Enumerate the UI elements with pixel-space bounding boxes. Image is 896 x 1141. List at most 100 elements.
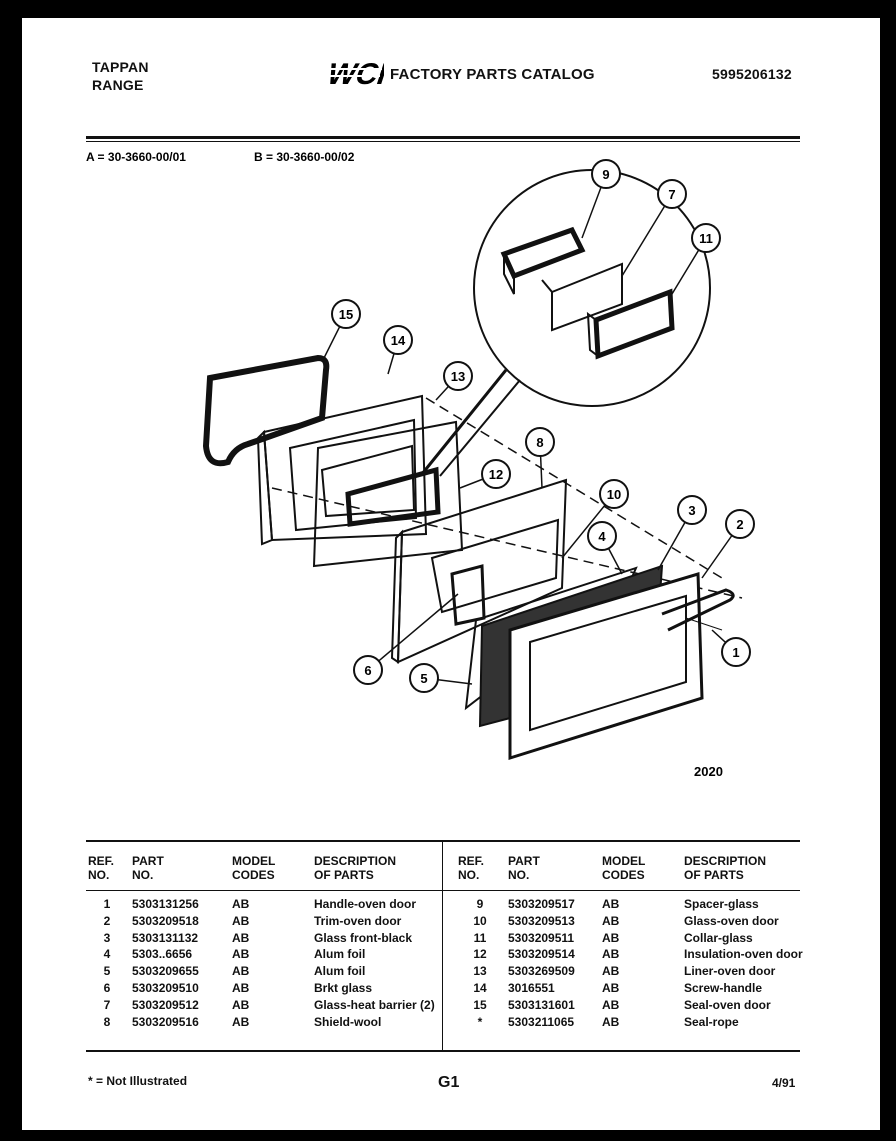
- callout-label-7: 7: [668, 187, 675, 202]
- part-number-cell: 5303209513: [508, 913, 575, 928]
- model-code-cell: AB: [232, 930, 250, 945]
- spacer-glass-part: [500, 226, 586, 295]
- model-code-cell: AB: [232, 913, 250, 928]
- table-divider: [442, 840, 443, 1050]
- part-number-cell: 5303209516: [132, 1014, 199, 1029]
- model-code-cell: AB: [232, 964, 250, 979]
- callout-leader-7: [621, 193, 673, 277]
- table-header-rule: [86, 890, 800, 891]
- model-code-cell: AB: [602, 997, 620, 1012]
- page-id: G1: [438, 1074, 460, 1091]
- description-cell: Glass front-black: [314, 930, 413, 945]
- page-date: 4/91: [772, 1076, 796, 1090]
- model-code-cell: AB: [602, 947, 620, 962]
- part-number-cell: 5303209510: [132, 980, 199, 995]
- ref-cell: 11: [473, 930, 487, 945]
- description-cell: Seal-rope: [684, 1014, 739, 1029]
- model-code-cell: AB: [232, 947, 250, 962]
- callout-label-6: 6: [364, 663, 371, 678]
- model-code-cell: AB: [232, 897, 250, 911]
- ref-cell: 13: [473, 964, 487, 979]
- model-code-cell: AB: [602, 897, 620, 911]
- description-cell: Screw-handle: [684, 980, 763, 995]
- ref-cell: 6: [103, 980, 111, 995]
- catalog-title: FACTORY PARTS CATALOG: [390, 66, 595, 83]
- callout-label-3: 3: [688, 503, 695, 518]
- model-code-cell: AB: [602, 930, 620, 945]
- heat-barrier-glass-part: [541, 262, 623, 332]
- part-number-cell: 5303209517: [508, 897, 575, 911]
- part-number-cell: 5303209518: [132, 913, 199, 928]
- callout-circle-9: [591, 159, 621, 189]
- callout-circle-14: [383, 325, 413, 355]
- callout-circle-7: [657, 179, 687, 209]
- ref-cell: 12: [473, 947, 487, 962]
- description-cell: Handle-oven door: [314, 897, 417, 911]
- description-cell: Glass-oven door: [684, 913, 779, 928]
- callout-label-2: 2: [736, 517, 743, 532]
- catalog-page: TAPPAN RANGE WCI FACTORY PARTS CATALOG 5…: [22, 18, 880, 1130]
- callout-circle-15: [331, 299, 361, 329]
- ref-cell: *: [477, 1014, 483, 1029]
- ref-cell: 15: [473, 997, 487, 1012]
- callout-circle-11: [691, 223, 721, 253]
- description-cell: Glass-heat barrier (2): [314, 997, 435, 1012]
- figure-number: 2020: [694, 764, 723, 779]
- callout-circle-3: [677, 495, 707, 525]
- wci-logo: WCI: [323, 57, 384, 90]
- ref-cell: 10: [473, 913, 487, 928]
- callout-label-12: 12: [489, 467, 503, 482]
- callout-circle-2: [725, 509, 755, 539]
- footnote: * = Not Illustrated: [88, 1074, 188, 1088]
- door-seal-part: [202, 354, 330, 467]
- callout-circle-8: [525, 427, 555, 457]
- ref-cell: 2: [103, 913, 111, 928]
- part-number-cell: 5303269509: [508, 964, 575, 979]
- header-rule: [86, 136, 800, 139]
- model-code-cell: AB: [232, 1014, 250, 1029]
- part-number-cell: 5303131132: [132, 930, 199, 945]
- part-number-cell: 5303211065: [508, 1014, 575, 1029]
- callout-label-15: 15: [339, 307, 353, 322]
- ref-cell: 4: [103, 947, 111, 962]
- description-cell: Insulation-oven door: [684, 947, 803, 962]
- ref-cell: 9: [476, 897, 484, 911]
- table-top-rule: [86, 840, 800, 842]
- callout-leader-6: [367, 593, 459, 671]
- insulation-part: [312, 420, 464, 568]
- model-code-cell: AB: [602, 980, 620, 995]
- catalog-number: 5995206132: [712, 66, 792, 82]
- callout-circle-1: [721, 637, 751, 667]
- callout-label-8: 8: [536, 435, 543, 450]
- callout-label-1: 1: [732, 645, 739, 660]
- callout-label-13: 13: [451, 369, 465, 384]
- description-cell: Seal-oven door: [684, 997, 771, 1012]
- callout-circle-6: [353, 655, 383, 685]
- model-a: A = 30-3660-00/01: [86, 150, 186, 164]
- header-rule-thin: [86, 141, 800, 142]
- callout-label-14: 14: [391, 333, 406, 348]
- part-number-cell: 5303209511: [508, 930, 575, 945]
- ref-cell: 5: [103, 964, 111, 979]
- model-code-cell: AB: [602, 964, 620, 979]
- col-ref: REF.NO.: [458, 854, 485, 882]
- part-number-cell: 5303209655: [132, 964, 199, 979]
- description-cell: Alum foil: [314, 947, 366, 962]
